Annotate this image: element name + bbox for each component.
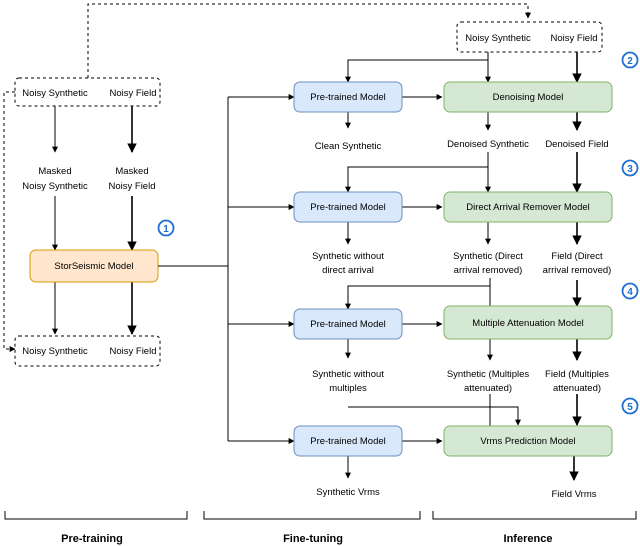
step-badge-1-label: 1 [163,224,169,235]
masked-field-line1: Masked [115,166,148,177]
step-badge-5-label: 5 [627,402,633,413]
field-output-2-line1: Denoised Field [545,139,608,150]
finetune-output-3-line1: Synthetic without [312,251,384,262]
pretrained-model-label-2: Pre-trained Model [310,92,386,103]
pretrained-model-label-5: Pre-trained Model [310,436,386,447]
synthetic-output-3-line2: arrival removed) [454,265,523,276]
finetune-output-3-line2: direct arrival [322,265,374,276]
section-label-finetuning: Fine-tuning [283,533,343,545]
inference-input-field: Noisy Field [551,33,598,44]
task-row-denoising: Pre-trained Model Denoising Model Clean … [293,81,613,152]
synthetic-output-3-line1: Synthetic (Direct [453,251,523,262]
synthetic-output-4-line2: attenuated) [464,383,512,394]
finetune-output-4-line1: Synthetic without [312,369,384,380]
task-model-label-5: Vrms Prediction Model [480,436,575,447]
synthetic-output-4-line1: Synthetic (Multiples [447,369,530,380]
pretraining-output-field: Noisy Field [110,346,157,357]
pretraining-input-group: Noisy Synthetic Noisy Field [14,77,161,107]
task-row-vrms: Pre-trained Model Vrms Prediction Model … [293,425,613,500]
synthetic-output-2-line1: Denoised Synthetic [447,139,529,150]
inference-input-group: Noisy Synthetic Noisy Field [456,21,603,53]
step-badge-1: 1 [157,219,175,237]
finetune-output-2-line1: Clean Synthetic [315,141,382,152]
section-brackets [4,511,637,520]
field-output-5-line1: Field Vrms [551,489,596,500]
storseismic-model-label: StorSeismic Model [54,261,133,272]
step-badge-5: 5 [621,397,639,415]
section-label-pretraining: Pre-training [61,533,123,545]
step-badge-4-label: 4 [627,287,633,298]
masked-field-line2: Noisy Field [109,181,156,192]
task-row-direct-arrival: Pre-trained Model Direct Arrival Remover… [293,191,613,276]
pretraining-input-field: Noisy Field [110,88,157,99]
dashed-feedback-loop [3,3,531,352]
task-model-label-4: Multiple Attenuation Model [472,318,583,329]
pretraining-output-synthetic: Noisy Synthetic [22,346,88,357]
field-output-3-line2: arrival removed) [543,265,612,276]
inference-input-synthetic: Noisy Synthetic [465,33,531,44]
pretraining-arrows [52,106,137,335]
storseismic-model-box: StorSeismic Model [29,249,159,283]
task-model-label-2: Denoising Model [493,92,564,103]
pretraining-input-synthetic: Noisy Synthetic [22,88,88,99]
field-output-4-line2: attenuated) [553,383,601,394]
step-badge-2: 2 [621,51,639,69]
task-row-multiple-attenuation: Pre-trained Model Multiple Attenuation M… [293,305,613,394]
task-model-label-3: Direct Arrival Remover Model [466,202,590,213]
masked-synthetic-line2: Noisy Synthetic [22,181,88,192]
section-label-inference: Inference [504,533,553,545]
step-badge-2-label: 2 [627,56,633,67]
finetune-output-4-line2: multiples [329,383,367,394]
finetune-trunk [158,94,295,444]
finetune-output-5-line1: Synthetic Vrms [316,487,380,498]
pretraining-output-group: Noisy Synthetic Noisy Field [14,335,161,367]
pretrained-model-label-4: Pre-trained Model [310,319,386,330]
step-badge-3: 3 [621,159,639,177]
field-output-4-line1: Field (Multiples [545,369,609,380]
pretrained-model-label-3: Pre-trained Model [310,202,386,213]
field-output-3-line1: Field (Direct [551,251,603,262]
step-badge-3-label: 3 [627,164,633,175]
step-badge-4: 4 [621,282,639,300]
routing-lines [345,52,582,481]
masked-synthetic-line1: Masked [38,166,71,177]
